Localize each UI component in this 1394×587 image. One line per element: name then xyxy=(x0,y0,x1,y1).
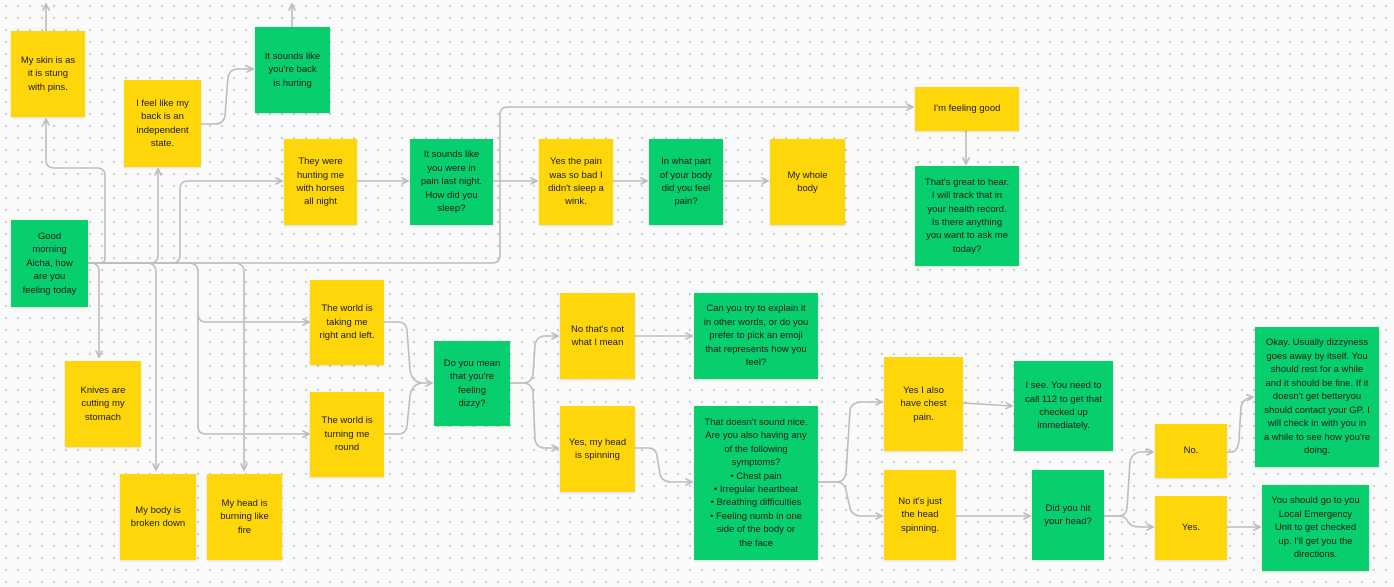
note-text: Knives are cutting my stomach xyxy=(80,384,126,423)
sticky-note-rest-advice[interactable]: Okay. Usually dizzyness goes away by its… xyxy=(1255,327,1379,467)
note-text: Yes, my head is spinning xyxy=(568,436,627,461)
connector xyxy=(87,262,248,471)
connector xyxy=(383,382,423,435)
note-text: That doesn't sound nice. Are you also ha… xyxy=(704,416,808,469)
note-text: Do you mean that you're feeling dizzy? xyxy=(443,357,501,409)
symptom-list: Chest pain Irregular heartbeat Breathing… xyxy=(710,470,802,524)
connector xyxy=(817,398,883,483)
sticky-note-whole-body[interactable]: My whole body xyxy=(770,139,845,225)
sticky-note-explain-emoji[interactable]: Can you try to explain it in other words… xyxy=(694,293,818,379)
note-text: I'm feeling good xyxy=(933,103,1001,115)
sticky-note-emergency[interactable]: You should go to you Local Emergency Uni… xyxy=(1262,485,1369,571)
connector xyxy=(1103,448,1154,517)
connector xyxy=(87,103,914,264)
note-text: My head is burning like fire xyxy=(220,497,269,536)
sticky-note-skin[interactable]: My skin is as it is stung with pins. xyxy=(11,31,85,117)
connector xyxy=(1226,393,1254,453)
sticky-note-back[interactable]: I feel like my back is an independent st… xyxy=(124,80,201,167)
note-text: Okay. Usually dizzyness goes away by its… xyxy=(1263,337,1371,457)
connector xyxy=(87,177,283,264)
connector xyxy=(817,481,883,520)
note-text: Good morning Aicha, how are you feeling … xyxy=(22,230,77,296)
symptom-item: Feeling numb in one xyxy=(710,510,802,523)
connector xyxy=(197,312,310,438)
note-text: Yes the pain was so bad I didn't sleep a… xyxy=(548,156,604,208)
note-text: It sounds like you were in pain last nig… xyxy=(420,149,483,215)
note-text: My whole body xyxy=(787,169,828,194)
sticky-note-horses[interactable]: They were hunting me with horses all nig… xyxy=(284,139,357,225)
sticky-note-feeling-good[interactable]: I'm feeling good xyxy=(915,87,1019,131)
sticky-note-yes[interactable]: Yes. xyxy=(1155,496,1227,560)
note-text: No. xyxy=(1183,445,1199,457)
note-text: I see. You need to call 112 to get that … xyxy=(1025,380,1102,432)
connector xyxy=(383,321,433,387)
sticky-note-hit-head[interactable]: Did you hit your head? xyxy=(1032,470,1104,560)
note-text: Can you try to explain it in other words… xyxy=(703,303,809,369)
note-text: I feel like my back is an independent st… xyxy=(136,97,189,149)
note-text: No it's just the head spinning. xyxy=(898,495,942,534)
sticky-note-not-what-i-mean[interactable]: No that's not what I mean xyxy=(560,293,635,379)
note-text: Did you hit your head? xyxy=(1044,502,1092,527)
sticky-note-head-fire[interactable]: My head is burning like fire xyxy=(207,474,282,560)
sticky-note-call-112[interactable]: I see. You need to call 112 to get that … xyxy=(1014,361,1113,451)
note-text: My body is broken down xyxy=(130,504,186,529)
symptom-item: Chest pain xyxy=(710,470,802,483)
sticky-note-symptoms[interactable]: That doesn't sound nice. Are you also ha… xyxy=(694,406,818,560)
connector xyxy=(87,262,310,326)
sticky-note-just-head[interactable]: No it's just the head spinning. xyxy=(884,470,956,560)
connector xyxy=(634,447,693,486)
symptom-item: Breathing difficulties xyxy=(710,496,802,509)
sticky-note-pain-night[interactable]: It sounds like you were in pain last nig… xyxy=(410,139,493,225)
sticky-note-broken[interactable]: My body is broken down xyxy=(120,474,196,560)
sticky-note-knives[interactable]: Knives are cutting my stomach xyxy=(65,361,141,447)
sticky-note-where-pain[interactable]: In what part of your body did you feel p… xyxy=(649,139,723,225)
sticky-note-chest-pain[interactable]: Yes I also have chest pain. xyxy=(884,357,963,451)
connector xyxy=(509,332,559,384)
sticky-note-world-taking[interactable]: The world is taking me right and left. xyxy=(310,280,384,365)
sticky-note-no[interactable]: No. xyxy=(1155,424,1227,478)
note-text: Yes I also have chest pain. xyxy=(900,384,947,423)
note-text: That's great to hear. I will track that … xyxy=(924,176,1010,255)
sticky-note-dizzy-question[interactable]: Do you mean that you're feeling dizzy? xyxy=(434,341,510,426)
symptom-item: Irregular heartbeat xyxy=(710,483,802,496)
sticky-note-world-turning[interactable]: The world is turning me round xyxy=(310,392,384,477)
connector xyxy=(1103,515,1154,531)
connector xyxy=(509,382,559,452)
note-text: The world is turning me round xyxy=(321,415,373,454)
note-text: Yes. xyxy=(1181,522,1201,534)
connector xyxy=(87,262,103,358)
note-text: They were hunting me with horses all nig… xyxy=(296,156,345,208)
connector xyxy=(42,118,106,264)
connector xyxy=(87,168,162,264)
connector xyxy=(962,401,1013,410)
sticky-note-great-reply[interactable]: That's great to hear. I will track that … xyxy=(915,166,1019,266)
note-text: It sounds like you're back is hurting xyxy=(264,50,321,89)
note-text: You should go to you Local Emergency Uni… xyxy=(1271,495,1360,561)
sticky-note-back-reply[interactable]: It sounds like you're back is hurting xyxy=(255,27,330,113)
sticky-note-greeting[interactable]: Good morning Aicha, how are you feeling … xyxy=(11,220,88,307)
note-text: The world is taking me right and left. xyxy=(319,303,375,342)
sticky-note-head-spinning[interactable]: Yes, my head is spinning xyxy=(560,406,635,492)
note-text: My skin is as it is stung with pins. xyxy=(20,54,76,93)
note-text: No that's not what I mean xyxy=(570,323,625,348)
sticky-note-no-sleep[interactable]: Yes the pain was so bad I didn't sleep a… xyxy=(539,139,613,225)
note-text: In what part of your body did you feel p… xyxy=(659,156,713,208)
connector xyxy=(200,65,254,125)
